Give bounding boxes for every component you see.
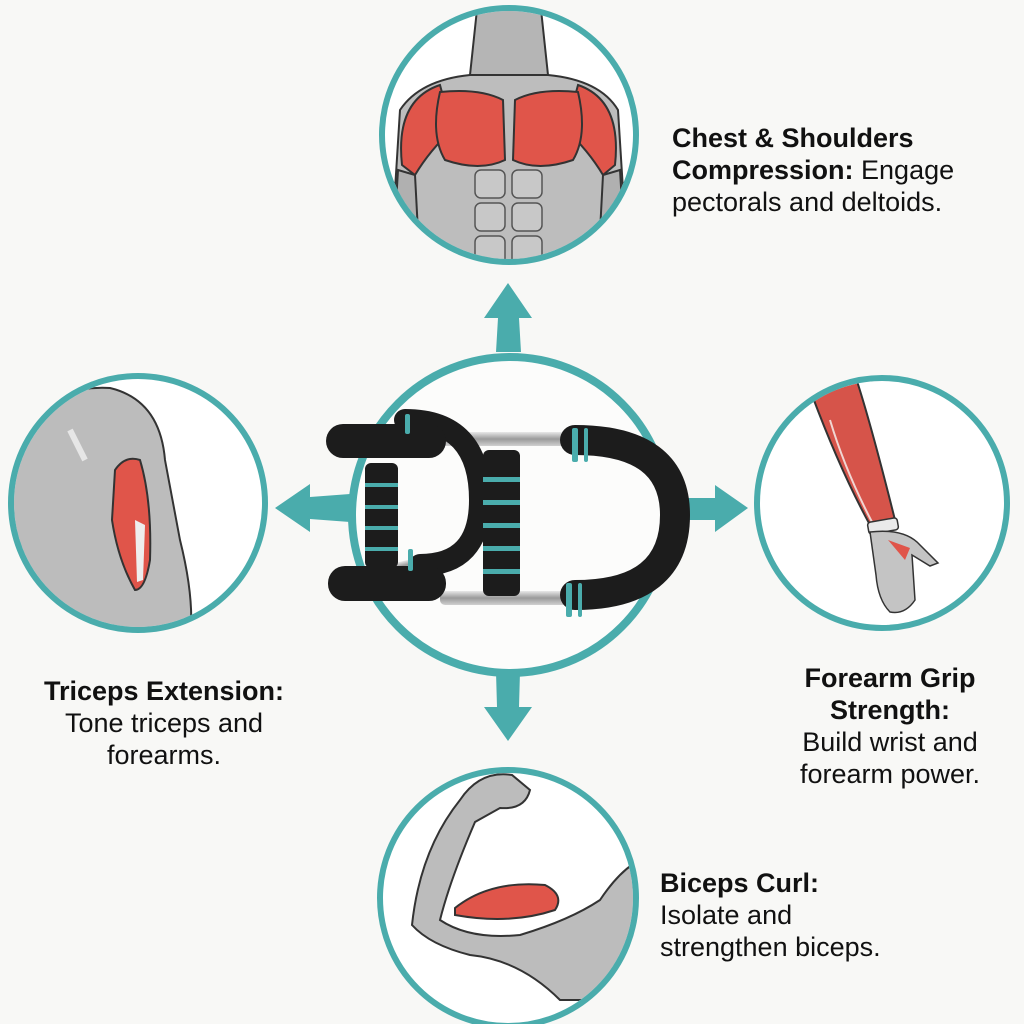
biceps-anatomy-icon [377,767,639,1024]
chest-shoulders-anatomy-icon [379,5,639,265]
triceps-desc-line2: forearms. [106,740,222,770]
arrow-left-icon [275,484,350,532]
chest-title-line2: Compression: [672,155,854,185]
biceps-label: Biceps Curl: Isolate and strengthen bice… [660,867,980,963]
forearm-label: Forearm Grip Strength: Build wrist and f… [770,662,1010,790]
arrow-up-icon [484,283,532,352]
triceps-desc-line1: Tone triceps and [64,708,264,738]
arrow-right-icon [685,485,748,532]
forearm-title-line1: Forearm Grip [804,663,976,693]
arrow-down-icon [484,672,532,741]
chest-desc-inline: Engage [853,155,955,185]
forearm-desc-line1: Build wrist and [802,727,978,757]
triceps-title: Triceps Extension: [43,676,285,706]
forearm-desc-line2: forearm power. [799,759,981,789]
triceps-label: Triceps Extension: Tone triceps and fore… [14,675,314,771]
chest-title-line1: Chest & Shoulders [672,123,914,153]
triceps-anatomy-icon [8,373,268,633]
biceps-title: Biceps Curl: [660,868,820,898]
push-up-bar-icon [326,409,691,617]
biceps-desc-line2: strengthen biceps. [660,932,881,962]
biceps-desc-line1: Isolate and [660,900,793,930]
chest-desc-line2: pectorals and deltoids. [672,187,943,217]
chest-shoulders-label: Chest & Shoulders Compression: Engage pe… [672,122,1012,218]
forearm-title-line2: Strength: [830,695,950,725]
forearm-anatomy-icon [754,375,1010,631]
